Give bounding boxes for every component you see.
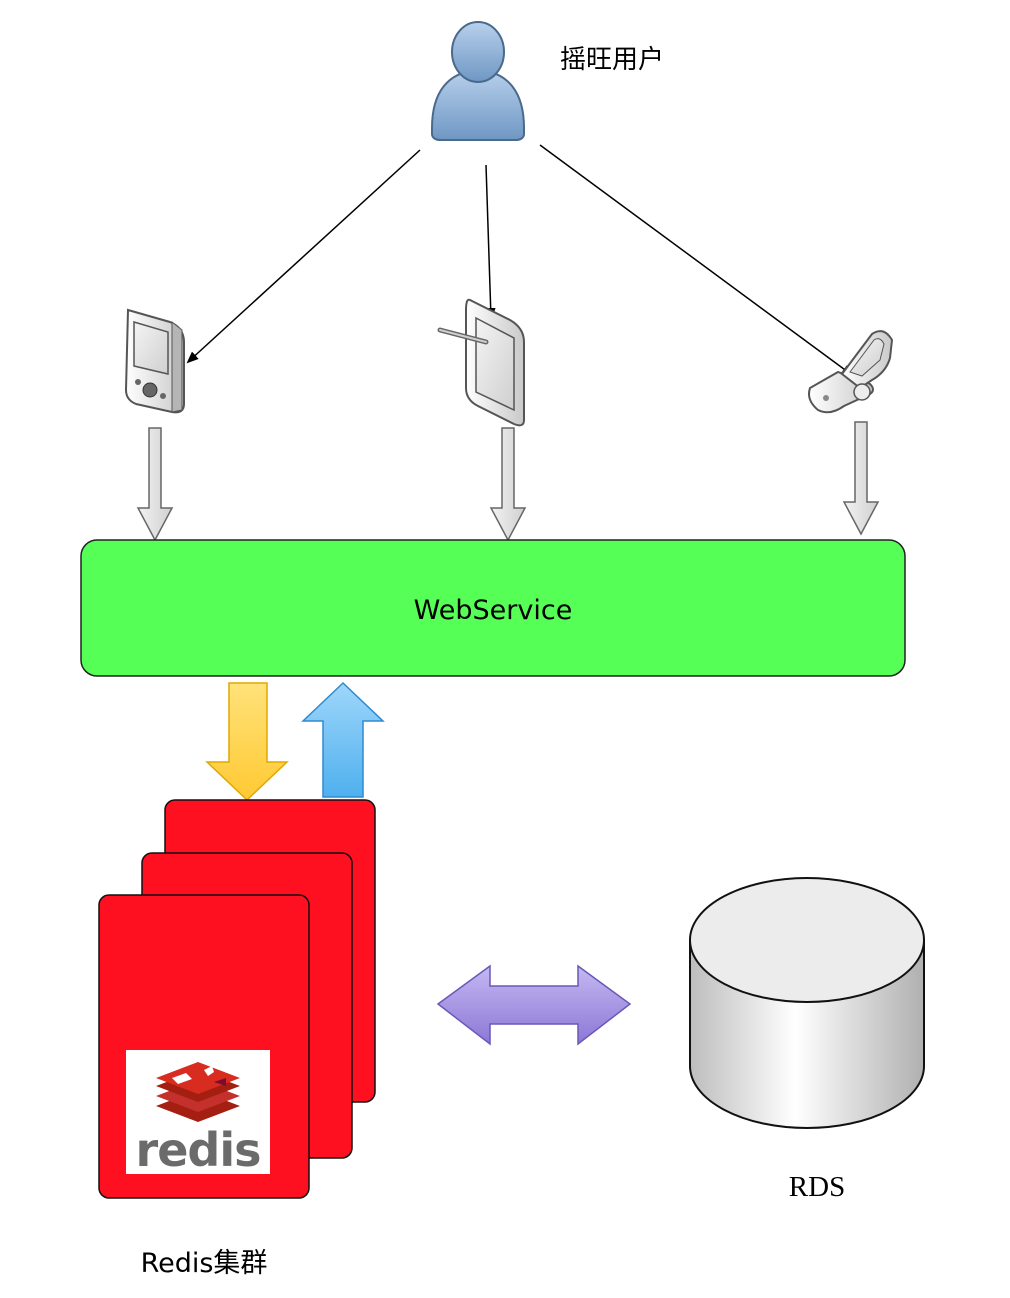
flip-phone-icon (808, 330, 894, 414)
arrow-user-to-tablet (485, 164, 496, 320)
arrow-webservice-to-redis (205, 682, 289, 802)
tablet-icon (437, 298, 525, 427)
webservice-label: WebService (414, 595, 573, 626)
rds-label: RDS (789, 1171, 845, 1203)
redis-logo: redis (126, 1050, 270, 1177)
user-icon (431, 21, 525, 141)
arrow-phone-to-webservice (842, 421, 880, 536)
arrow-tablet-to-webservice (489, 427, 527, 542)
redis-label: Redis集群 (141, 1248, 268, 1279)
redis-cluster: redis (98, 799, 376, 1199)
pda-icon (124, 308, 185, 414)
arrow-user-to-pda (186, 149, 421, 364)
user-label: 摇旺用户 (560, 45, 664, 75)
arrow-redis-to-webservice (301, 681, 385, 798)
arrow-user-to-phone (539, 144, 854, 377)
webservice-box (80, 539, 906, 677)
arrow-pda-to-webservice (136, 427, 174, 542)
arrow-redis-rds-sync (436, 964, 632, 1046)
redis-logo-text: redis (136, 1123, 261, 1177)
database-icon (689, 877, 925, 1129)
